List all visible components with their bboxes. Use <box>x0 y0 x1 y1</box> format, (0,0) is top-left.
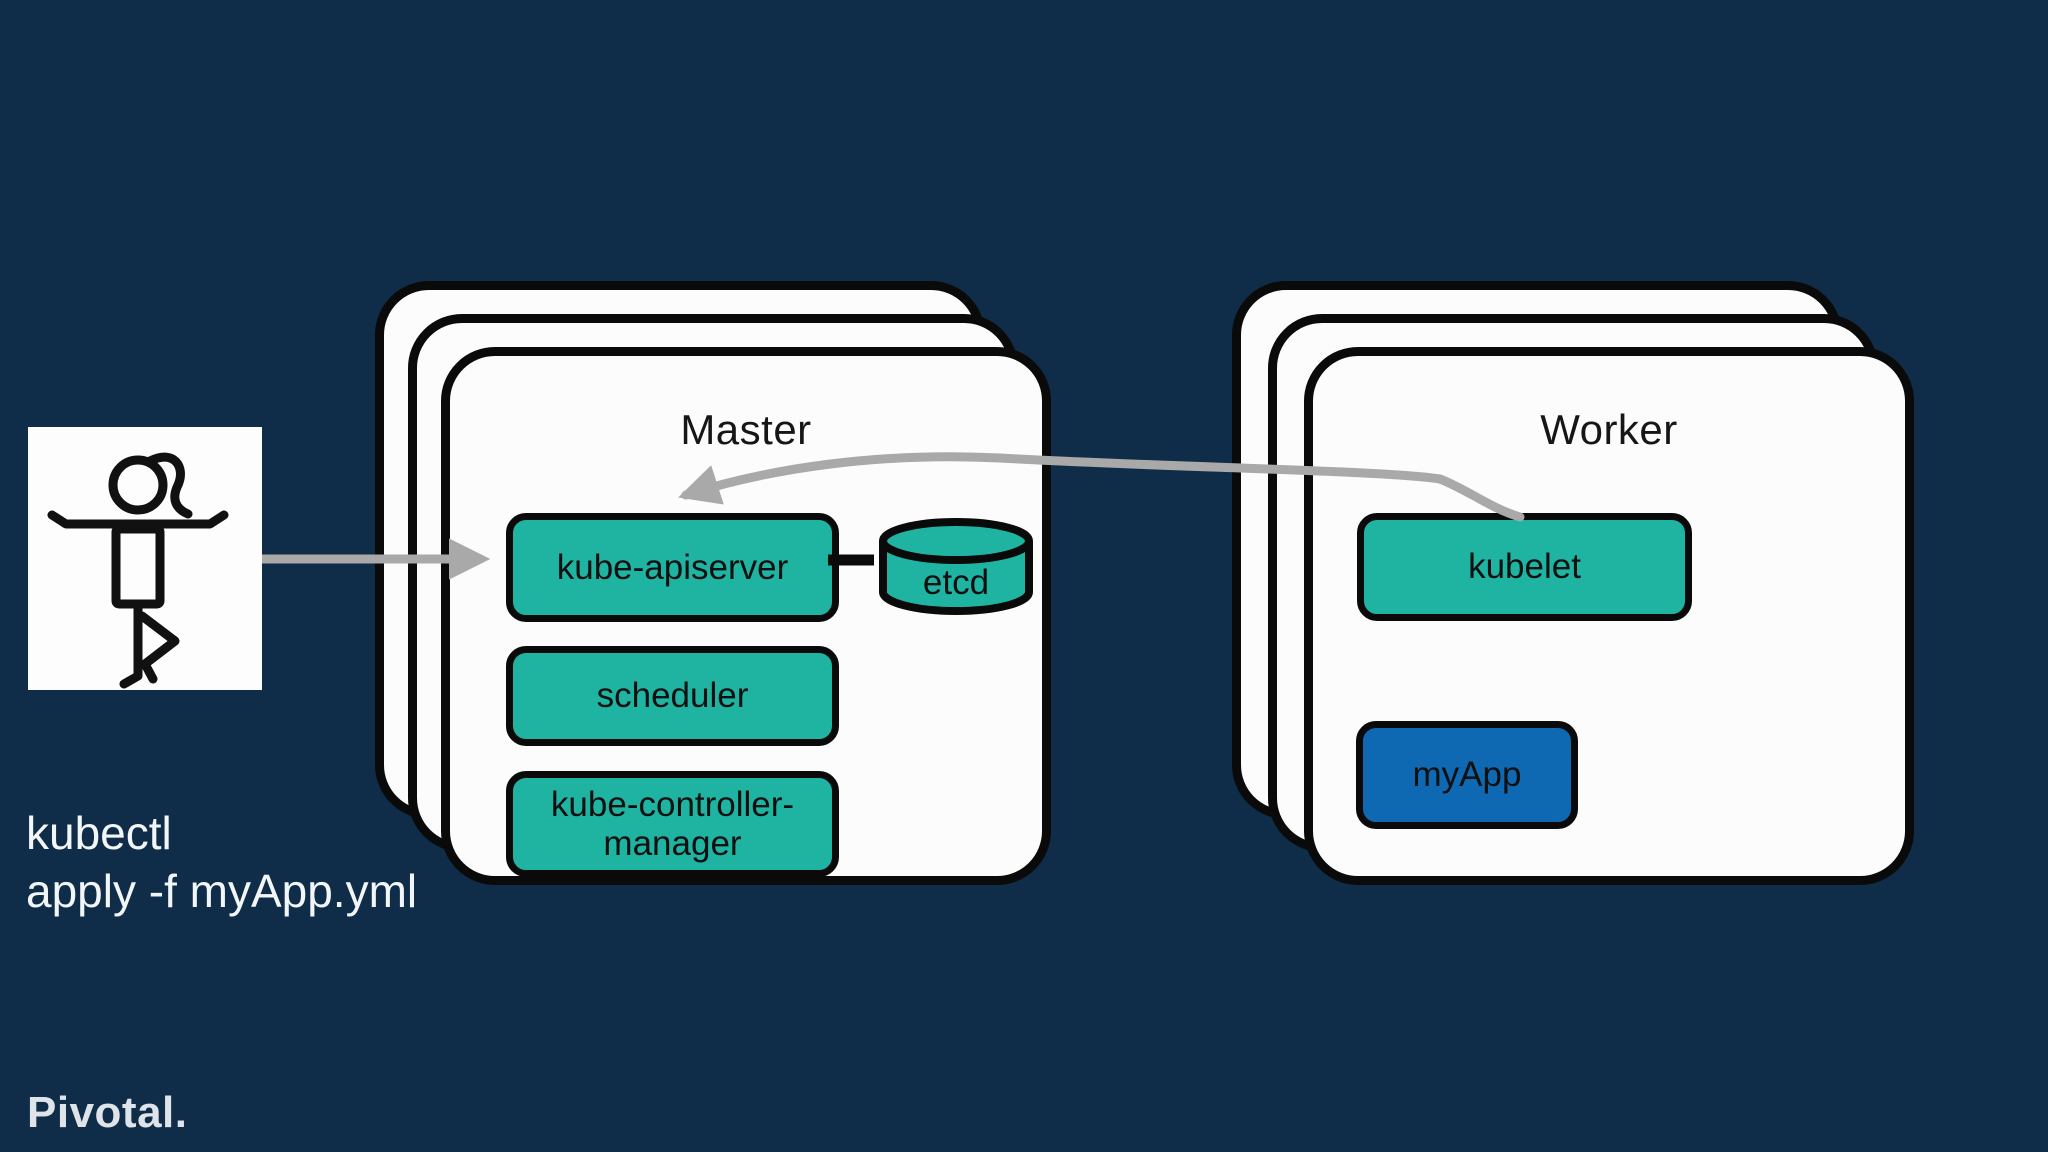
worker-node-title: Worker <box>1540 406 1678 453</box>
master-node-card: Master kube-apiserver etcd scheduler kub… <box>441 347 1051 885</box>
kube-apiserver-box: kube-apiserver <box>506 513 839 622</box>
kubectl-command-text: kubectl apply -f myApp.yml <box>26 804 417 920</box>
person-head <box>108 455 168 515</box>
myapp-label: myApp <box>1412 755 1522 795</box>
person-standing-leg <box>119 599 143 689</box>
person-bent-leg <box>137 611 180 684</box>
kubelet-label: kubelet <box>1468 547 1581 587</box>
etcd-label: etcd <box>923 563 989 602</box>
kubelet-box: kubelet <box>1357 513 1692 621</box>
scheduler-box: scheduler <box>506 646 839 746</box>
etcd-cylinder-icon: etcd <box>879 518 1033 615</box>
person-ponytail <box>145 452 193 519</box>
worker-node-card: Worker kubelet myApp <box>1304 347 1914 885</box>
person-arms <box>47 510 229 529</box>
kubectl-command-line2: apply -f myApp.yml <box>26 865 418 917</box>
kube-apiserver-label: kube-apiserver <box>556 547 789 587</box>
person-icon <box>47 452 229 689</box>
person-torso <box>111 524 165 609</box>
myapp-box: myApp <box>1356 721 1578 829</box>
scheduler-label: scheduler <box>596 676 749 716</box>
kube-controller-manager-label: kube-controller- manager <box>550 784 795 863</box>
master-node-title: Master <box>680 406 812 453</box>
pivotal-logo: Pivotal. <box>27 1088 188 1137</box>
kube-controller-manager-box: kube-controller- manager <box>506 771 839 877</box>
etcd-cylinder-top <box>879 518 1033 564</box>
kubectl-user-tile <box>28 427 262 690</box>
kubectl-command-line1: kubectl <box>26 807 172 859</box>
